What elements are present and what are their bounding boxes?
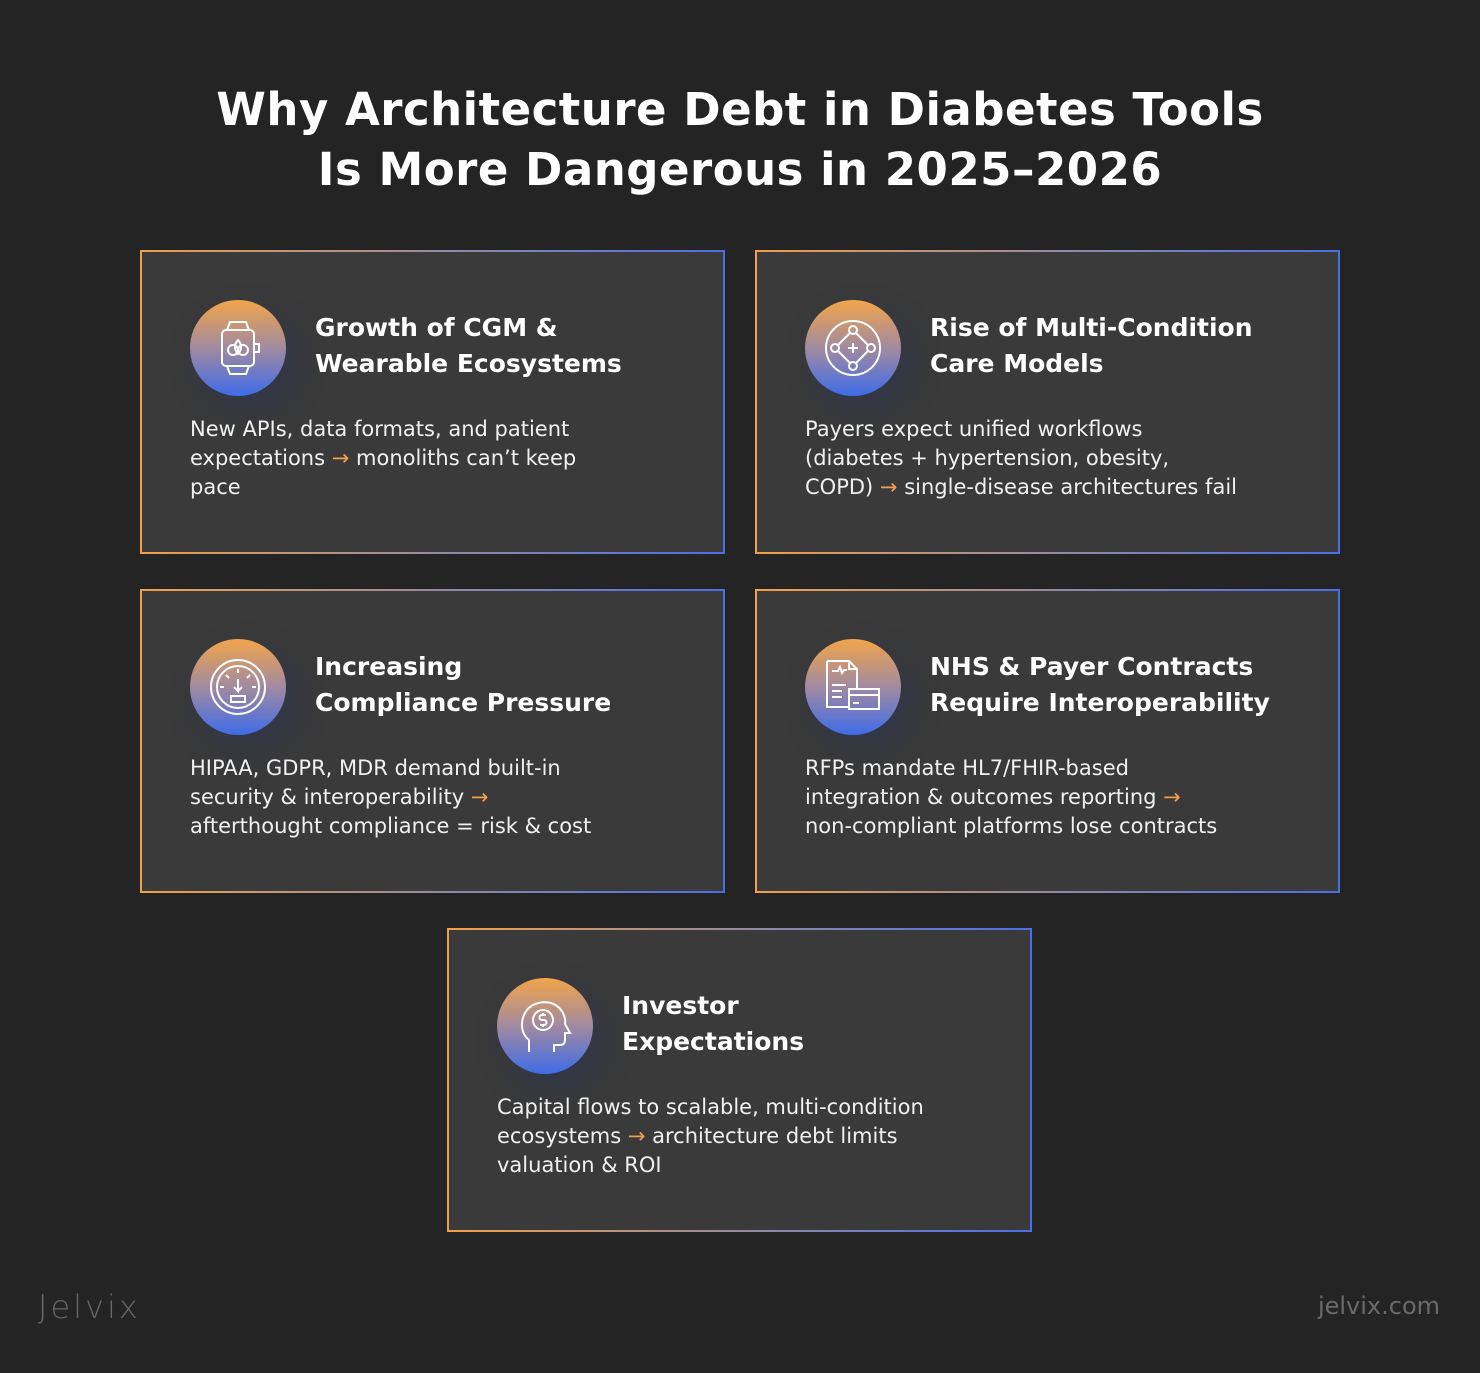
card-body: Payers expect unified workflows (diabete…	[805, 417, 1237, 499]
card-title: Growth of CGM &Wearable Ecosystems	[315, 313, 622, 378]
arrow-icon: →	[879, 475, 898, 499]
smartwatch-icon	[190, 300, 286, 396]
arrow-icon: →	[331, 446, 350, 470]
title-line-2: Is More Dangerous in 2025–2026	[317, 143, 1163, 196]
care-network-icon	[805, 300, 901, 396]
pressure-gauge-icon	[190, 639, 286, 735]
title-line-1: Why Architecture Debt in Diabetes Tools	[216, 83, 1264, 136]
jelvix-logo: Jelvix	[38, 1288, 141, 1326]
investor-head-icon	[497, 978, 593, 1074]
card-body: New APIs, data formats, and patient expe…	[190, 417, 577, 499]
site-url: jelvix.com	[1317, 1292, 1440, 1320]
contract-document-icon	[805, 639, 901, 735]
card-body: HIPAA, GDPR, MDR demand built-in securit…	[190, 756, 592, 838]
card-body: RFPs mandate HL7/FHIR-based integration …	[805, 756, 1218, 838]
card-cgm-wearables: Growth of CGM &Wearable Ecosystems New A…	[140, 250, 725, 554]
arrow-icon: →	[627, 1124, 646, 1148]
card-body: Capital flows to scalable, multi-conditi…	[497, 1095, 924, 1177]
page-title: Why Architecture Debt in Diabetes Tools …	[0, 80, 1480, 200]
arrow-icon: →	[1163, 785, 1181, 809]
arrow-icon: →	[470, 785, 489, 809]
